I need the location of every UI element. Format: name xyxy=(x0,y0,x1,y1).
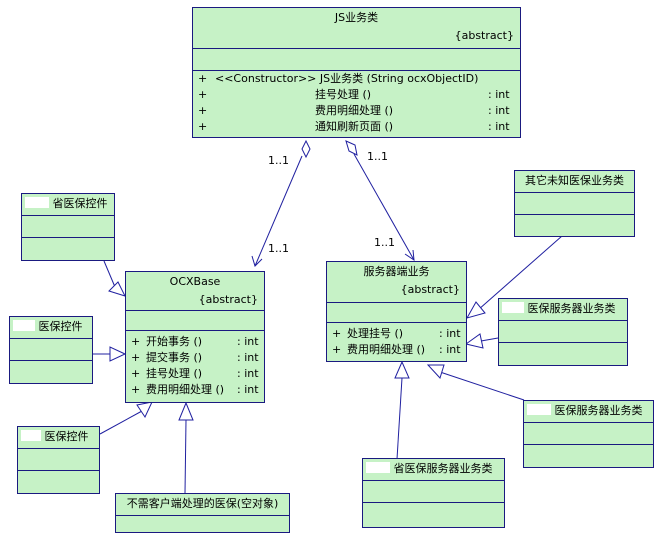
class-name: 服务器端业务 xyxy=(363,265,430,278)
class-name-row: 省医保控件 xyxy=(25,197,108,211)
attribute-compartment xyxy=(18,448,99,449)
class-name: 医保服务器业务类 xyxy=(527,302,616,315)
multiplicity-js-right: 1..1 xyxy=(367,150,388,163)
operation-visibility: + xyxy=(131,351,141,364)
operation-name: 通知刷新页面 () xyxy=(315,120,394,133)
class-server-business[interactable]: 服务器端业务 {abstract} + 处理挂号 () : int + 费用明细… xyxy=(326,261,467,362)
operation-name: 提交事务 () xyxy=(146,351,203,364)
operation-compartment xyxy=(327,322,466,323)
class-other-unknown[interactable]: 其它未知医保业务类 xyxy=(514,170,635,237)
attribute-compartment xyxy=(193,48,520,49)
class-name-row: 省医保服务器业务类 xyxy=(366,462,493,476)
operation-name: 处理挂号 () xyxy=(347,327,404,340)
attribute-compartment xyxy=(10,338,92,339)
attribute-compartment xyxy=(327,302,466,303)
operation-name: 费用明细处理 () xyxy=(315,104,394,117)
operation-visibility: + xyxy=(198,88,208,101)
operation-visibility: + xyxy=(131,335,141,348)
operation-type: : int xyxy=(237,383,259,396)
relationship-lines xyxy=(93,139,563,494)
class-name: OCXBase xyxy=(169,275,221,288)
class-name: 医保服务器业务类 xyxy=(554,404,643,417)
operation-visibility: + xyxy=(131,383,141,396)
class-name-row: 医保服务器业务类 xyxy=(502,302,616,316)
operation-compartment xyxy=(499,342,627,343)
redacted-mark xyxy=(527,404,551,415)
class-stereotype: {abstract} xyxy=(198,293,258,306)
operation-compartment xyxy=(18,470,99,471)
attribute-compartment xyxy=(126,310,264,311)
multiplicity-ocx-end: 1..1 xyxy=(268,242,289,255)
operation-type: : int xyxy=(488,120,510,133)
class-ocxbase[interactable]: OCXBase {abstract} + 开始事务 () : int + 提交事… xyxy=(125,271,265,403)
class-name: 医保控件 xyxy=(44,430,89,443)
class-name: 省医保服务器业务类 xyxy=(393,462,493,475)
redacted-mark xyxy=(25,197,49,208)
operation-compartment xyxy=(22,237,114,238)
operation-type: : int xyxy=(439,343,461,356)
redacted-mark xyxy=(502,302,524,313)
operation-name: 开始事务 () xyxy=(146,335,203,348)
class-name-row: 医保服务器业务类 xyxy=(527,404,643,418)
aggregation-js-ocxbase xyxy=(251,139,311,267)
class-service-b[interactable]: 医保服务器业务类 xyxy=(523,400,654,468)
attribute-compartment xyxy=(116,515,289,516)
operation-name: 费用明细处理 () xyxy=(146,383,225,396)
class-name-row: 医保控件 xyxy=(21,430,89,444)
class-province-control[interactable]: 省医保控件 xyxy=(21,193,115,261)
class-name: JS业务类 xyxy=(334,11,379,24)
class-control-a[interactable]: 医保控件 xyxy=(9,316,93,384)
class-name: 医保控件 xyxy=(38,320,83,333)
operation-type: : int xyxy=(488,104,510,117)
multiplicity-js-left: 1..1 xyxy=(268,154,289,167)
redacted-mark xyxy=(366,462,390,473)
operation-constructor: <<Constructor>> JS业务类 (String ocxObjectI… xyxy=(215,72,479,85)
operation-compartment xyxy=(524,444,653,445)
operation-compartment xyxy=(515,214,634,215)
redacted-mark xyxy=(21,430,41,441)
generalization-lines-ocxbase xyxy=(93,260,194,494)
operation-compartment xyxy=(193,70,520,71)
class-stereotype: {abstract} xyxy=(454,29,514,42)
operation-type: : int xyxy=(237,335,259,348)
generalization-lines-server xyxy=(394,235,563,460)
attribute-compartment xyxy=(363,480,504,481)
operation-name: 挂号处理 () xyxy=(146,367,203,380)
attribute-compartment xyxy=(499,320,627,321)
class-null-object[interactable]: 不需客户端处理的医保(空对象) xyxy=(115,493,290,533)
operation-type: : int xyxy=(237,351,259,364)
operation-name: 费用明细处理 () xyxy=(347,343,426,356)
attribute-compartment xyxy=(524,422,653,423)
operation-type: : int xyxy=(237,367,259,380)
class-name: 不需客户端处理的医保(空对象) xyxy=(126,497,279,510)
operation-visibility: + xyxy=(198,72,208,85)
aggregation-js-server xyxy=(345,140,415,262)
operation-compartment xyxy=(10,360,92,361)
operation-type: : int xyxy=(439,327,461,340)
class-name: 省医保控件 xyxy=(52,197,108,210)
operation-name: 挂号处理 () xyxy=(315,88,372,101)
class-js-business[interactable]: JS业务类 {abstract} + <<Constructor>> JS业务类… xyxy=(192,7,521,138)
operation-visibility: + xyxy=(332,327,342,340)
operation-type: : int xyxy=(488,88,510,101)
operation-compartment xyxy=(126,330,264,331)
operation-visibility: + xyxy=(198,104,208,117)
class-control-b[interactable]: 医保控件 xyxy=(17,426,100,494)
attribute-compartment xyxy=(515,192,634,193)
class-name: 其它未知医保业务类 xyxy=(525,174,624,187)
operation-visibility: + xyxy=(332,343,342,356)
class-name-row: 医保控件 xyxy=(13,320,83,334)
operation-visibility: + xyxy=(198,120,208,133)
class-stereotype: {abstract} xyxy=(400,283,460,296)
redacted-mark xyxy=(13,320,35,331)
class-service-a[interactable]: 医保服务器业务类 xyxy=(498,298,628,366)
class-province-service[interactable]: 省医保服务器业务类 xyxy=(362,458,505,528)
operation-visibility: + xyxy=(131,367,141,380)
attribute-compartment xyxy=(22,215,114,216)
multiplicity-server-end: 1..1 xyxy=(374,236,395,249)
operation-compartment xyxy=(363,502,504,503)
